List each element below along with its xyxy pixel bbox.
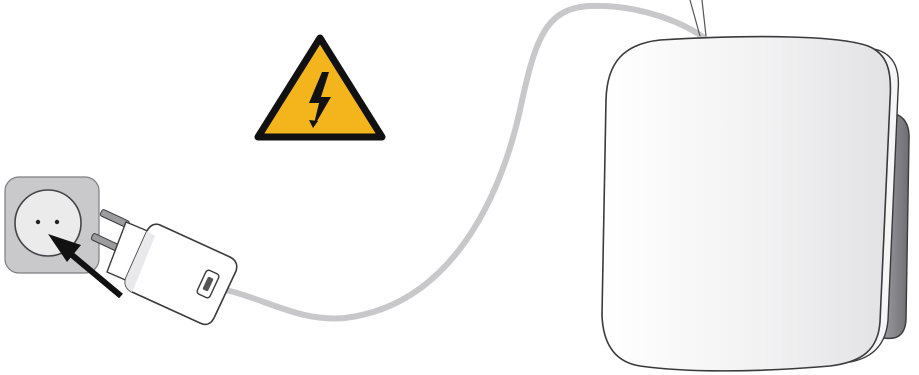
wall-outlet [5,177,99,273]
high-voltage-warning-icon [258,38,382,137]
router-front-face [602,37,890,371]
router-device [602,37,909,371]
power-adapter [91,209,237,324]
